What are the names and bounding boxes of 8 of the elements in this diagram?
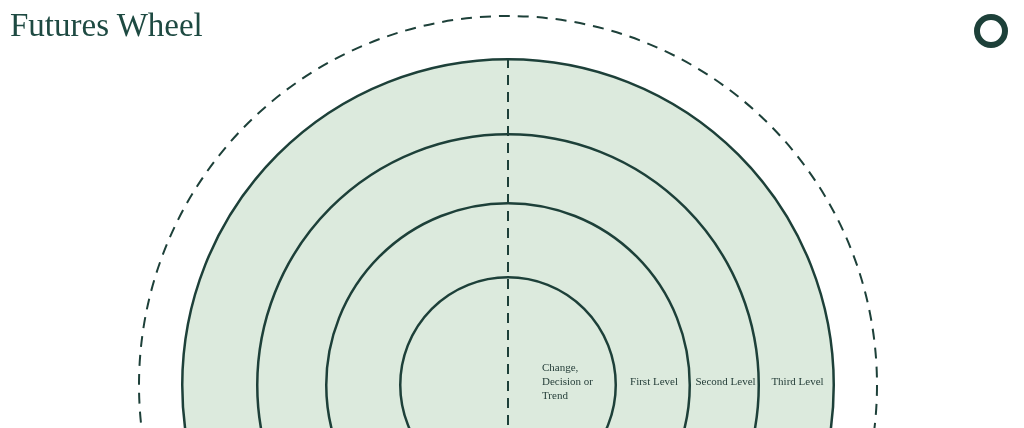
level-label: First Level <box>630 374 678 388</box>
level-label: Third Level <box>771 374 824 388</box>
center-label: Change, Decision or Trend <box>542 360 594 402</box>
diagram-title: Futures Wheel <box>10 9 203 42</box>
level-ring <box>256 133 760 428</box>
level-label: Second Level <box>695 374 756 388</box>
level-ring <box>325 202 691 428</box>
level-ring <box>181 58 835 428</box>
